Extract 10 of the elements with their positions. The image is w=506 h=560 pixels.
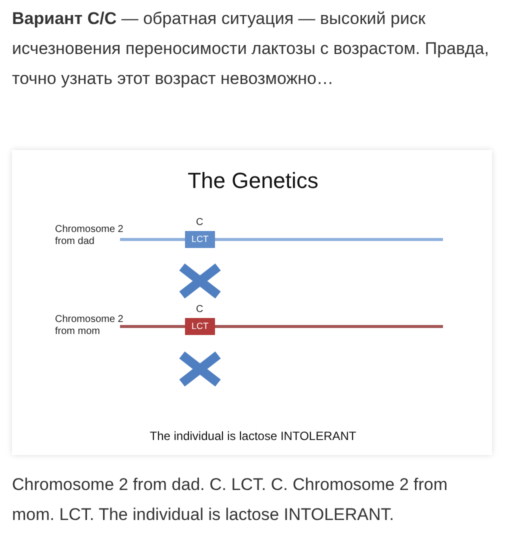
- gene-box: LCT: [185, 231, 215, 248]
- allele-label: C: [196, 304, 204, 315]
- chromosome-label: Chromosome 2 from mom: [55, 314, 124, 338]
- result-text: The individual is lactose INTOLERANT: [148, 429, 358, 443]
- slide-title: The Genetics: [186, 168, 320, 194]
- chromosome-label: Chromosome 2 from dad: [55, 224, 124, 248]
- caption-paragraph: Chromosome 2 from dad. C. LCT. C. Chromosome 2 from mom. LCT. The individual is lactose INTOLERANT.: [12, 474, 449, 526]
- allele-label: C: [196, 217, 204, 228]
- intro-paragraph: Вариант C/C — обратная ситуация — высокий риск исчезновения переносимости лактозы с возрастом. Правда, точно узнать этот возраст невозможно…: [12, 8, 490, 90]
- gene-box: LCT: [185, 318, 215, 335]
